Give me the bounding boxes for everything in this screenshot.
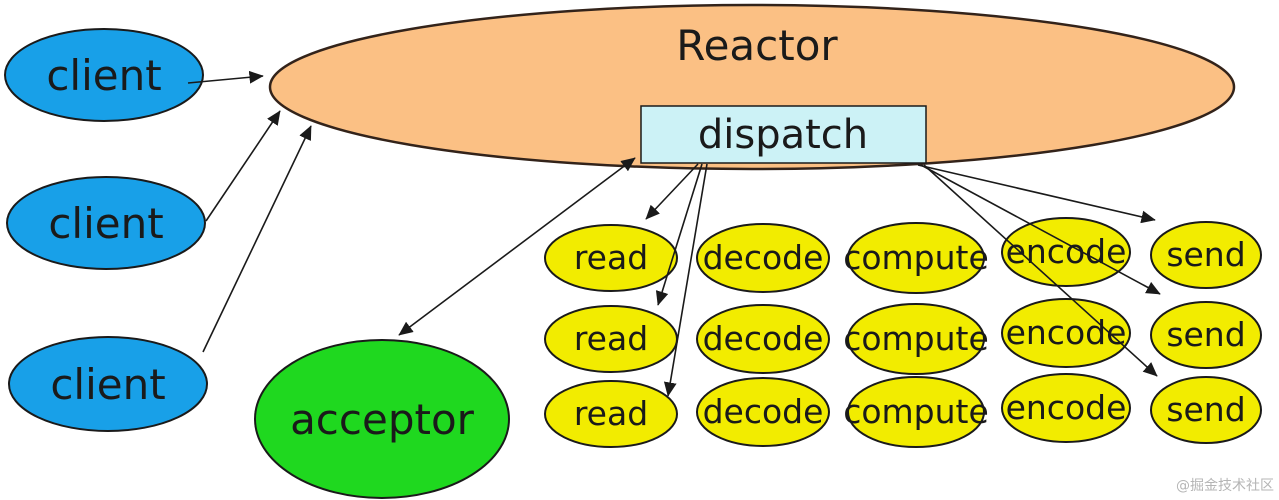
handler-label-decode-row3: decode [703,392,824,431]
handler-ellipse-compute-row3 [847,376,985,448]
handler-ellipse-send-row3 [1150,376,1262,444]
handler-ellipse-decode-row1 [696,223,830,293]
handler-ellipse-send-row2 [1150,301,1262,369]
handler-label-compute-row3: compute [843,392,989,431]
handler-ellipse-encode-row3 [1001,373,1131,443]
client-ellipse-3 [8,336,208,432]
handler-label-send-row1: send [1166,235,1245,274]
arrow-dispatch-to-read-row1 [645,163,699,220]
handler-ellipse-decode-row2 [696,304,830,374]
client-ellipse-1 [4,28,204,122]
reactor-label: Reactor [676,21,838,70]
arrow-client3-to-reactor [202,125,312,353]
arrow-dispatch-to-read-row2 [655,163,703,306]
handler-ellipse-encode-row1 [1001,217,1131,287]
arrow-client2-to-reactor [205,110,281,222]
dispatch-label: dispatch [698,112,868,158]
handler-label-encode-row2: encode [1006,313,1127,352]
client-label-3: client [50,360,165,409]
client-label-2: client [48,199,163,248]
handler-label-read-row2: read [574,319,648,358]
handler-label-encode-row3: encode [1006,388,1127,427]
arrow-dispatch-to-read-row3 [663,163,708,397]
acceptor-ellipse [254,339,510,499]
arrow-dispatch-to-send-row3 [923,164,1158,377]
handler-ellipse-send-row1 [1150,221,1262,289]
arrow-dispatch-to-send-row2 [920,164,1161,295]
handler-label-send-row3: send [1166,390,1245,429]
handler-ellipse-compute-row1 [847,222,985,294]
acceptor-label: acceptor [290,395,475,444]
handler-label-read-row1: read [574,238,648,277]
client-ellipse-2 [6,176,206,270]
arrow-client1-to-reactor [187,70,264,84]
handler-ellipse-encode-row2 [1001,298,1131,368]
dispatch-box [640,105,927,164]
handler-label-compute-row1: compute [843,238,989,277]
handler-ellipse-compute-row2 [847,303,985,375]
handler-ellipse-decode-row3 [696,377,830,447]
arrow-dispatch-to-send-row1 [917,164,1156,224]
client-label-1: client [46,51,161,100]
handler-label-read-row3: read [574,394,648,433]
handler-label-encode-row1: encode [1006,232,1127,271]
handler-label-compute-row2: compute [843,319,989,358]
handler-label-decode-row1: decode [703,238,824,277]
arrow-dispatch-acceptor [398,157,636,336]
watermark-text: @掘金技术社区 [1176,478,1274,494]
handler-label-decode-row2: decode [703,319,824,358]
reactor-ellipse [268,3,1236,171]
handler-label-send-row2: send [1166,315,1245,354]
handler-ellipse-read-row3 [544,380,678,448]
